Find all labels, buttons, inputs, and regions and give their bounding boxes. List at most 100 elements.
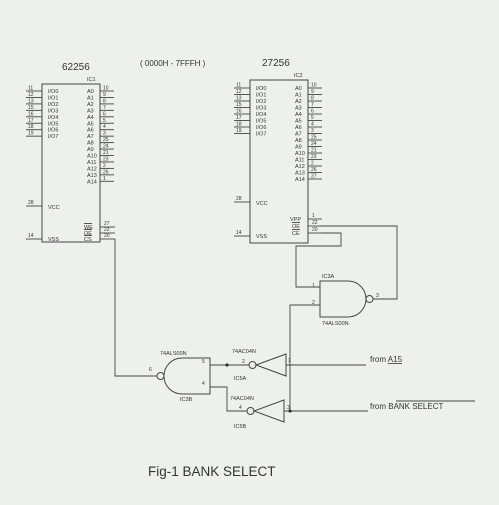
wires <box>114 225 398 413</box>
a15-name: A15 <box>388 355 403 364</box>
ic1-addr-pin: 23 <box>103 156 109 162</box>
ic1-addr-label: A7 <box>87 134 94 140</box>
ic1-addr-pin: 8 <box>103 98 106 104</box>
ic2-addr-pin: 7 <box>311 102 314 108</box>
ic5b-body <box>252 399 285 423</box>
ic1-vcc-pin: 28 <box>28 200 34 206</box>
ic2-io-label: I/O1 <box>256 93 266 99</box>
ic3b-pin-4: 4 <box>202 381 205 387</box>
ic2-addr-label: A3 <box>295 106 302 112</box>
ic3a-body <box>319 280 367 318</box>
ic5b-part: 74AC04N <box>230 396 254 402</box>
ic2-addr-pin: 23 <box>311 154 317 160</box>
ic2-vss-pin: 14 <box>236 230 242 236</box>
ic5a-pin-1: 1 <box>288 358 291 364</box>
ic2-addr-label: A14 <box>295 177 305 183</box>
ic3a-ref: IC3A <box>322 274 335 280</box>
ic1-chip: IC1 VCC 28 VSS 14 WE OE CS 27 22 20 I/O0… <box>26 77 115 243</box>
ic2-io-label: I/O0 <box>256 86 266 92</box>
ic1-io-label: I/O4 <box>48 115 58 121</box>
ic2-addr-label: A13 <box>295 171 305 177</box>
ic2-io-label: I/O4 <box>256 112 266 118</box>
ic3a-part: 74ALS00N <box>322 321 349 327</box>
ic2-vss-label: VSS <box>256 234 267 240</box>
ic2-vcc-label: VCC <box>256 201 268 207</box>
ic1-addr-pin: 6 <box>103 111 106 117</box>
ic1-addr-label: A9 <box>87 147 94 153</box>
ic1-addr-pin: 1 <box>103 176 106 182</box>
ic1-addr-label: A14 <box>87 179 97 185</box>
ic5a-pin-2: 2 <box>242 359 245 365</box>
ic3b-pin-6: 6 <box>149 367 152 373</box>
ic2-oe-label: OE <box>292 224 300 230</box>
ic2-addr-label: A0 <box>295 86 302 92</box>
ic1-io-pin: 16 <box>28 111 34 117</box>
ic2-io-label: I/O2 <box>256 99 266 105</box>
ic2-addr-label: A10 <box>295 151 305 157</box>
ic1-addr-label: A1 <box>87 95 94 101</box>
ic5b-inverter: 74AC04N IC5B 3 4 <box>230 396 290 430</box>
ic3b-pin-5: 5 <box>202 359 205 365</box>
ic1-io-label: I/O6 <box>48 128 58 134</box>
ic2-io-pin: 12 <box>236 89 242 95</box>
ic1-addr-pin: 25 <box>103 137 109 143</box>
ic3b-ref: IC3B <box>180 397 193 403</box>
ic2-io-label: I/O6 <box>256 125 266 131</box>
ic2-vcc-pin: 28 <box>236 196 242 202</box>
ram-part-label: 62256 <box>62 62 90 73</box>
junction-dot <box>288 409 292 413</box>
ic1-io-pin: 19 <box>28 131 34 137</box>
ic1-addr-label: A12 <box>87 166 97 172</box>
ic1-io-pin: 15 <box>28 105 34 111</box>
ic1-io-label: I/O1 <box>48 95 58 101</box>
ic2-addr-label: A9 <box>295 145 302 151</box>
ic5b-pin-3: 3 <box>287 405 290 411</box>
ic1-addr-label: A4 <box>87 115 94 121</box>
ic2-io-pin: 11 <box>236 83 241 89</box>
ic1-io-pin: 12 <box>28 92 34 98</box>
ic1-addr-pin: 21 <box>103 150 109 156</box>
ic3a-pin-1: 1 <box>312 283 315 289</box>
a15-signal-label: from A15 <box>370 355 403 364</box>
ic3a-pin-2: 2 <box>312 300 315 306</box>
ic1-io-label: I/O3 <box>48 108 58 114</box>
ic2-addr-pin: 4 <box>311 122 314 128</box>
ic1-addr-label: A8 <box>87 141 94 147</box>
ic2-addr-label: A5 <box>295 119 302 125</box>
ic2-ce-pin: 20 <box>312 227 318 233</box>
figure-caption: Fig-1 BANK SELECT <box>148 464 276 479</box>
ic2-addr-label: A1 <box>295 93 302 99</box>
address-range-label: ( 0000H - 7FFFH ) <box>140 59 206 68</box>
ic2-addr-label: A12 <box>295 164 305 170</box>
ic1-addr-pin: 7 <box>103 105 106 111</box>
ic1-addr-label: A11 <box>87 160 96 166</box>
junction-dot <box>225 363 229 367</box>
bank-select-name: BANK SELECT <box>388 402 443 411</box>
ic2-addr-pin: 2 <box>311 161 314 167</box>
ic1-addr-label: A2 <box>87 102 94 108</box>
rom-part-label: 27256 <box>262 58 290 69</box>
ic2-addr-pin: 3 <box>311 128 314 134</box>
ic1-io-label: I/O2 <box>48 102 58 108</box>
ic3b-part: 74ALS00N <box>160 351 187 357</box>
ic1-oe-pin: 22 <box>104 227 110 233</box>
ic1-addr-pin: 26 <box>103 169 109 175</box>
ic2-addr-pin: 21 <box>311 148 317 154</box>
ic2-addr-label: A7 <box>295 132 302 138</box>
ic1-ref: IC1 <box>87 77 96 83</box>
ic2-ref: IC2 <box>294 73 303 79</box>
ic2-oe-pin: 22 <box>312 220 318 226</box>
ic3b-output-bubble <box>156 372 165 380</box>
ic5a-body <box>254 353 287 377</box>
ic5a-part: 74AC04N <box>232 349 256 355</box>
ic2-vpp-label: VPP <box>290 217 301 223</box>
ic5a-ref: IC5A <box>234 376 247 382</box>
ic3b-body <box>163 357 211 395</box>
ic2-io-pin: 19 <box>236 128 242 134</box>
ic2-io-label: I/O5 <box>256 119 266 125</box>
ic1-io-label: I/O7 <box>48 134 58 140</box>
ic2-io-label: I/O7 <box>256 132 266 138</box>
ic2-addr-pin: 6 <box>311 109 314 115</box>
ic1-io-label: I/O5 <box>48 121 58 127</box>
